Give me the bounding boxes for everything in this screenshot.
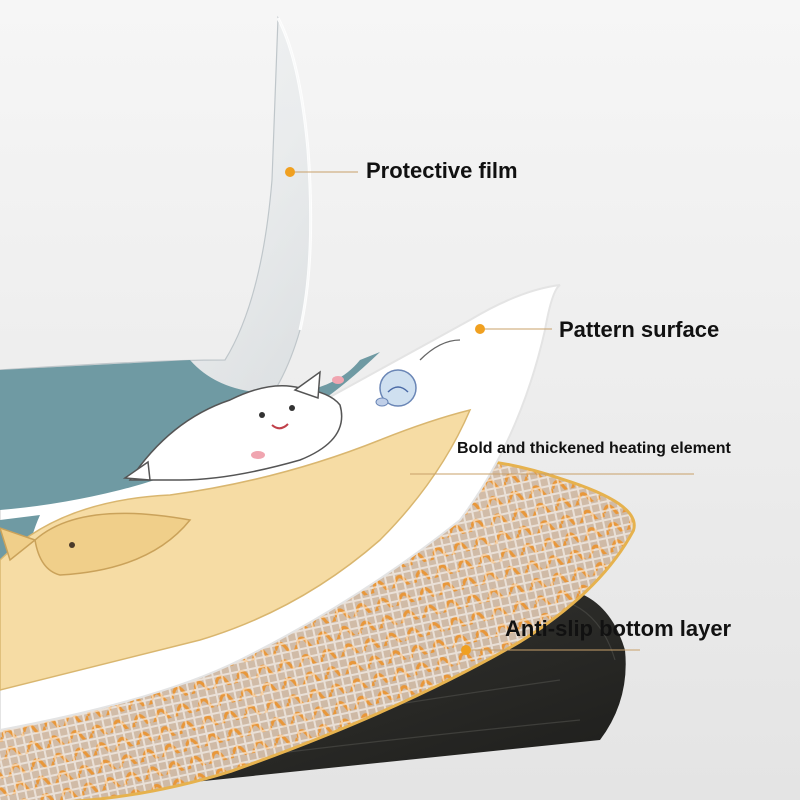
pattern-cream-wave [0,408,472,691]
callout-pattern-surface [475,324,552,334]
callout-dot [285,167,295,177]
cat-paw-outline [419,339,461,361]
callout-dot [461,645,471,655]
fish-illustration [0,512,192,576]
label-protective-film: Protective film [366,158,518,183]
callout-protective-film [285,167,358,177]
fish-bowl-illustration [375,369,417,407]
callout-anti-slip-bottom [461,645,640,655]
label-pattern-surface: Pattern surface [559,317,720,342]
protective-film-edge [276,17,313,331]
cat-illustration [122,370,344,481]
callout-dot [475,324,485,334]
label-heating-element: Bold and thickened heating element [457,440,731,457]
label-anti-slip-bottom: Anti-slip bottom layer [505,616,732,641]
pattern-surface-layer [0,284,561,732]
